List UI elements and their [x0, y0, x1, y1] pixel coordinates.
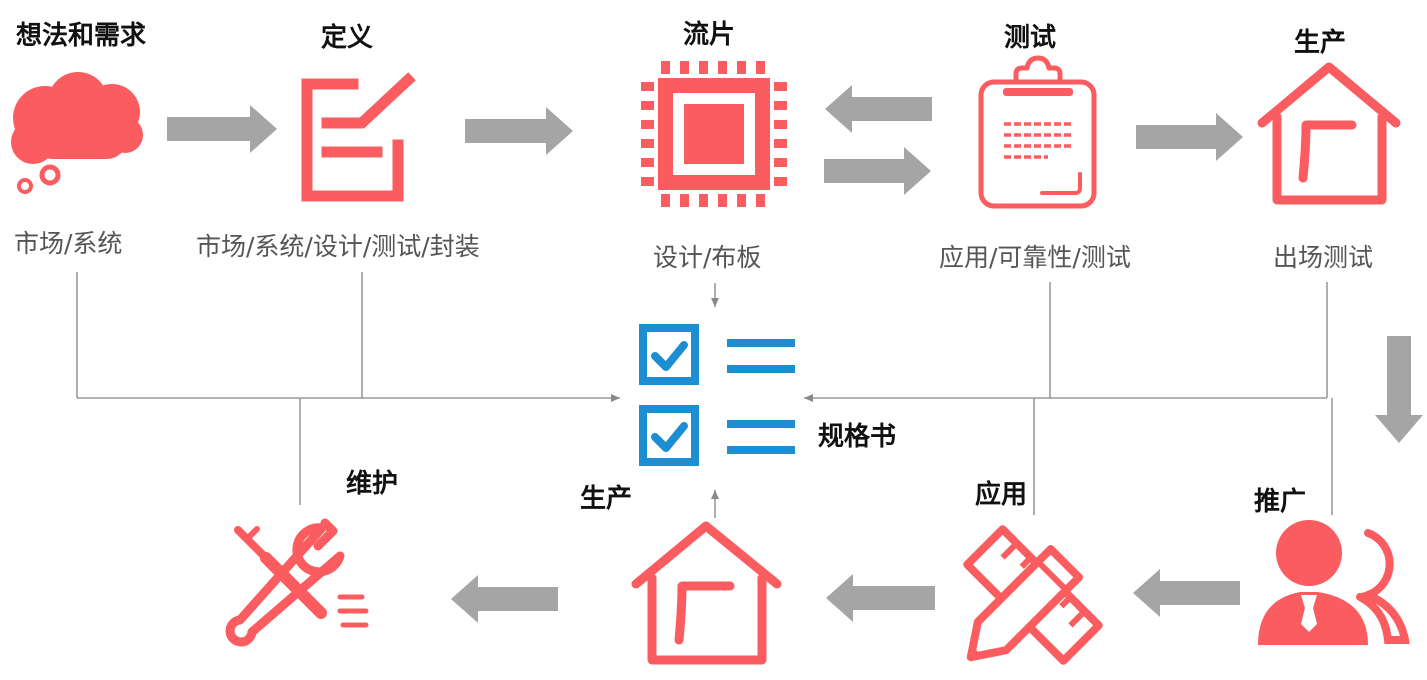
- stage-title-production: 生产: [1294, 28, 1347, 58]
- thought-cloud-icon: [11, 72, 143, 194]
- stage-title-tapeout: 流片: [683, 20, 736, 50]
- stage-sub-ideas: 市场/系统: [14, 229, 123, 258]
- ruler-pencil-icon: [963, 525, 1103, 665]
- tools-icon: [225, 518, 369, 647]
- arrow-right-1: [167, 105, 277, 153]
- arrow-left-6: [451, 575, 558, 623]
- stage-sub-test: 应用/可靠性/测试: [939, 243, 1131, 272]
- arrow-down: [1375, 336, 1423, 443]
- stage-sub-production: 出场测试: [1273, 243, 1374, 272]
- stage-title-test: 测试: [1004, 23, 1057, 53]
- flow-arrows: [167, 85, 1423, 623]
- stage-title-maintenance: 维护: [346, 469, 399, 499]
- stage-title-application: 应用: [975, 480, 1028, 510]
- stage-title-define: 定义: [321, 23, 374, 53]
- checklist-icon: [639, 324, 795, 466]
- arrow-right-test: [824, 147, 931, 195]
- factory-house-icon-bottom: [631, 521, 782, 665]
- edit-document-icon: [301, 72, 416, 202]
- arrow-left-5: [826, 574, 935, 622]
- clipboard-icon: [978, 55, 1097, 209]
- spec-label: 规格书: [818, 422, 897, 452]
- stage-title-production-bottom: 生产: [580, 484, 633, 514]
- factory-house-icon-top: [1257, 62, 1401, 205]
- arrow-right-2: [465, 107, 573, 155]
- arrow-left-chip: [825, 85, 932, 133]
- stage-sub-define: 市场/系统/设计/测试/封装: [196, 232, 480, 261]
- stage-title-promotion: 推广: [1254, 487, 1307, 517]
- stage-title-ideas: 想法和需求: [16, 21, 147, 51]
- chip-icon: [641, 61, 787, 207]
- arrow-left-4: [1133, 569, 1240, 617]
- user-group-icon: [1258, 520, 1410, 645]
- arrow-right-3: [1136, 113, 1243, 161]
- spec-connectors: [76, 272, 1333, 518]
- stage-sub-tapeout: 设计/布板: [653, 243, 762, 272]
